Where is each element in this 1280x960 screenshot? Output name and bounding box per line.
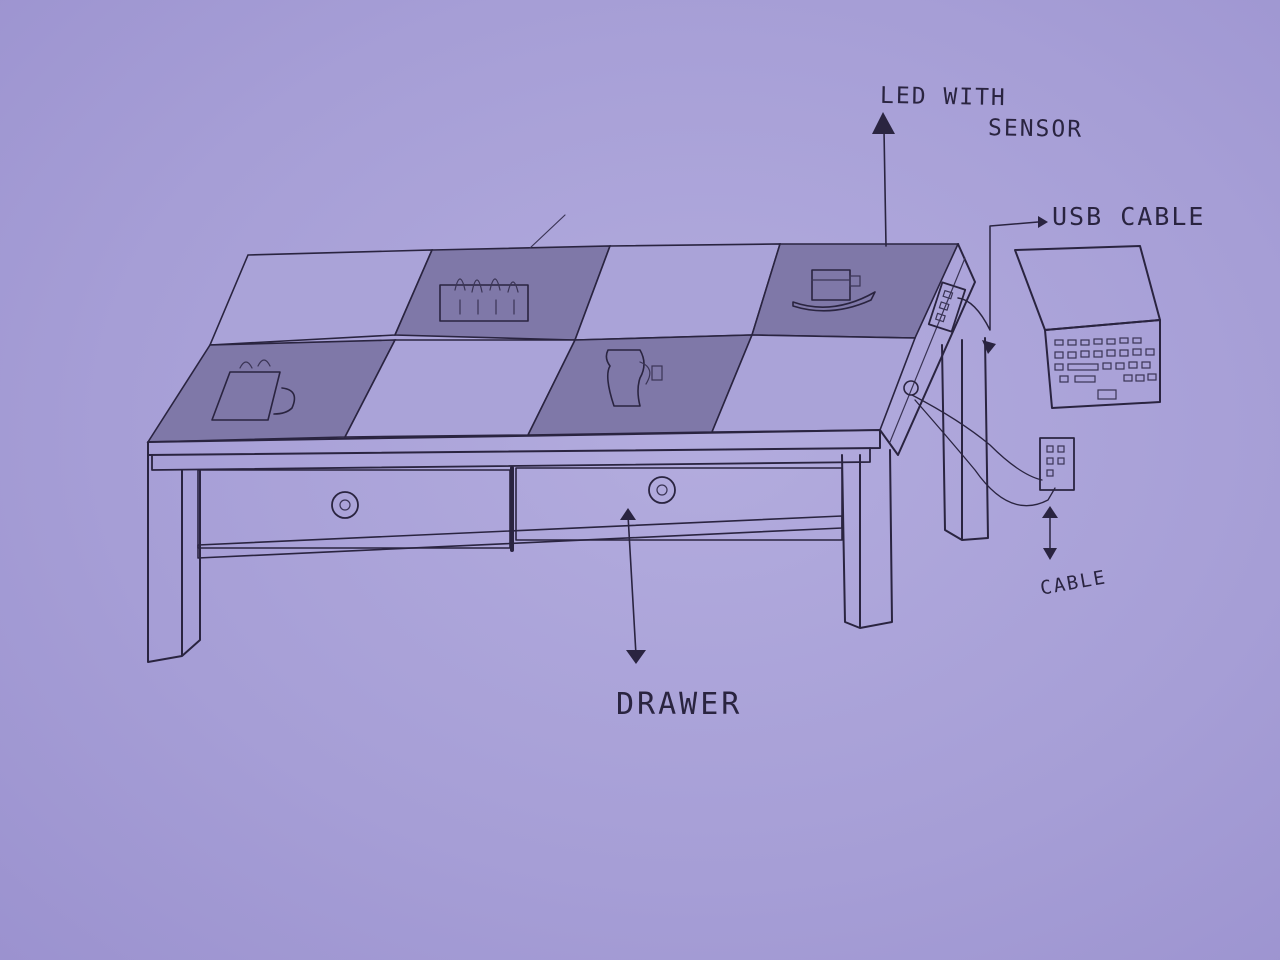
cable-pointer-arrow-bottom [1043, 548, 1057, 560]
drawer-knob-right [649, 477, 675, 503]
lower-rail [198, 516, 842, 558]
cable-pointer-arrow-top [1042, 506, 1058, 518]
drawer-label: DRAWER [616, 690, 742, 720]
led-pointer-arrow [872, 112, 895, 134]
leg-front-left [148, 455, 200, 662]
laptop-icon [1015, 246, 1160, 408]
phone-cable-line-2 [915, 400, 1055, 506]
drawer-pointer-line [628, 515, 636, 655]
drawer-knob-left [332, 492, 358, 518]
tabletop-tile-2 [395, 246, 610, 340]
usb-port-icon [904, 381, 918, 395]
phone-icon [1040, 438, 1074, 490]
led-pointer-line [884, 130, 886, 246]
leg-front-right [842, 450, 892, 628]
usb-cable-line [958, 222, 1038, 330]
usb-cable-arrow [1038, 216, 1048, 228]
drawer-left [198, 470, 510, 548]
usb-cable-label: USB CABLE [1052, 204, 1205, 229]
led-label-line1: LED WITH [880, 85, 1007, 110]
tabletop-tile-4 [752, 244, 958, 338]
socket-arrow [982, 340, 996, 354]
stray-pencil-mark [530, 215, 565, 248]
tabletop-tile-3 [575, 244, 780, 340]
drawer-pointer-arrow-bottom [626, 650, 646, 664]
phone-cable-line [912, 395, 1042, 480]
drawer-pointer-arrow-top [620, 508, 636, 520]
led-label-line2: SENSOR [988, 117, 1083, 142]
